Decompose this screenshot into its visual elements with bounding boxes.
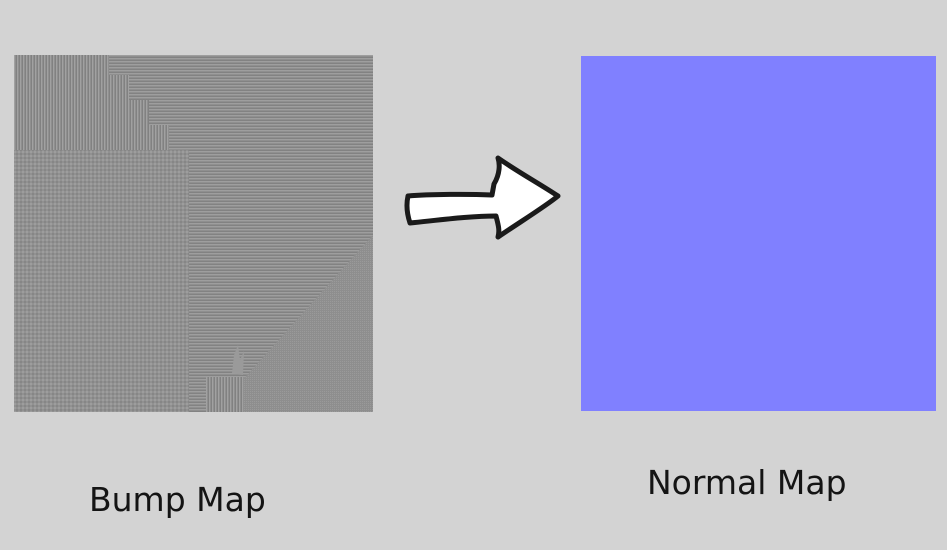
bump-map-sprout bbox=[232, 345, 244, 375]
bump-map-caption: Bump Map bbox=[89, 480, 266, 519]
normal-map-image bbox=[581, 56, 936, 411]
right-arrow-icon bbox=[404, 155, 561, 240]
bump-map-image bbox=[14, 55, 373, 412]
bump-map-small-block bbox=[206, 377, 244, 412]
bump-map-dotted-block bbox=[14, 150, 189, 412]
bump-map-diagonal bbox=[214, 235, 373, 412]
normal-map-caption: Normal Map bbox=[647, 463, 847, 502]
